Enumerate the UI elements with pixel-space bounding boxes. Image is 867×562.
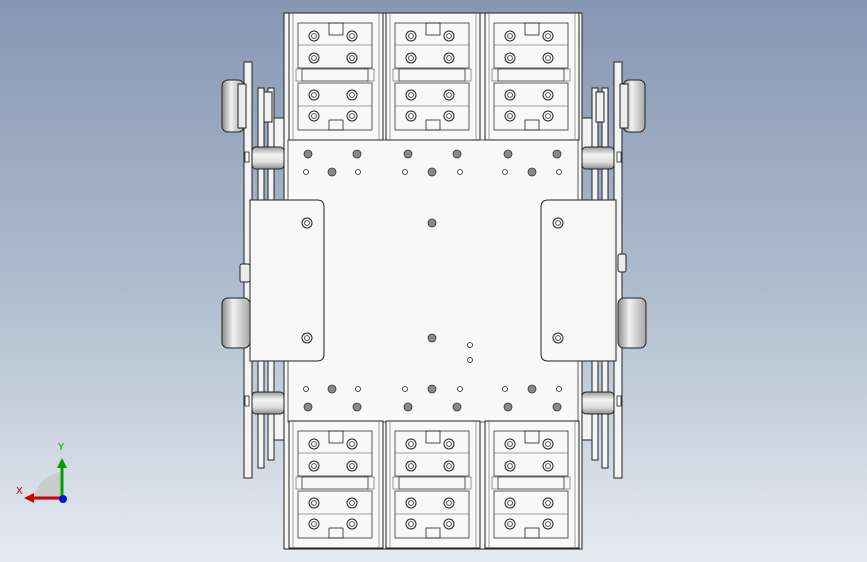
shafts — [239, 146, 615, 415]
left-lower-knob — [221, 297, 251, 349]
coordinate-triad-icon — [24, 458, 67, 503]
x-axis-label: X — [16, 486, 23, 497]
left-bracket — [249, 199, 325, 362]
left-upper-knob — [221, 79, 273, 133]
right-lower-knob — [617, 253, 647, 349]
right-upper-knob — [595, 79, 646, 133]
top-slider-units — [289, 13, 579, 140]
right-bracket — [540, 199, 617, 362]
bottom-slider-units — [289, 421, 579, 548]
y-axis-label: Y — [58, 442, 65, 453]
frame-tabs — [244, 151, 622, 407]
